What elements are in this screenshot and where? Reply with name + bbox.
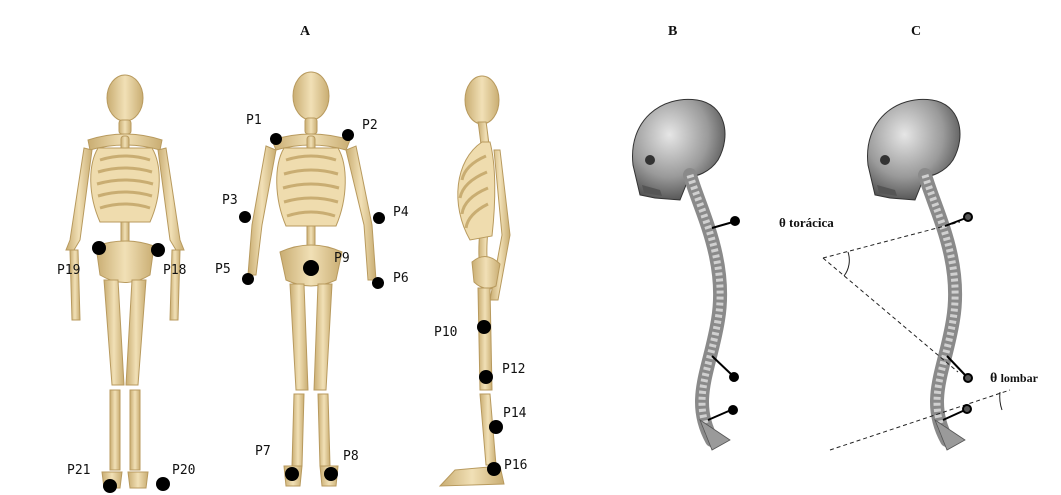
marker-p7 <box>285 467 299 481</box>
skeleton-back <box>248 72 376 486</box>
marker-p21 <box>103 479 117 493</box>
spine-b <box>633 99 730 450</box>
point-label-p10: P10 <box>434 325 457 340</box>
point-label-p3: P3 <box>222 193 238 208</box>
point-label-p19: P19 <box>57 263 80 278</box>
marker-p8 <box>324 467 338 481</box>
point-label-p7: P7 <box>255 444 271 459</box>
point-label-p14: P14 <box>503 406 527 421</box>
marker-p3 <box>239 211 251 223</box>
point-label-p18: P18 <box>163 263 186 278</box>
point-label-p6: P6 <box>393 271 409 286</box>
panel-label-a: A <box>300 24 311 39</box>
marker-p9 <box>303 260 319 276</box>
marker-p2 <box>342 129 354 141</box>
marker-p10 <box>477 320 491 334</box>
angle-label-lombar: θ lombar <box>990 370 1039 386</box>
marker-p4 <box>373 212 385 224</box>
point-label-p21: P21 <box>67 463 90 478</box>
panel-label-b: B <box>668 24 677 39</box>
point-label-p4: P4 <box>393 205 409 220</box>
marker-p1 <box>270 133 282 145</box>
marker-p5 <box>242 273 254 285</box>
marker-p12 <box>479 370 493 384</box>
marker-p16 <box>487 462 501 476</box>
point-label-p16: P16 <box>504 458 527 473</box>
point-label-p5: P5 <box>215 262 231 277</box>
point-label-p12: P12 <box>502 362 525 377</box>
point-label-p9: P9 <box>334 251 350 266</box>
angle-lines <box>823 222 1010 450</box>
panel-label-c: C <box>911 24 921 39</box>
point-label-p2: P2 <box>362 118 378 133</box>
angle-label-toracica: θ torácica <box>779 215 834 230</box>
marker-p18 <box>151 243 165 257</box>
theta-lombar-arc <box>1000 392 1002 410</box>
marker-p14 <box>489 420 503 434</box>
marker-p20 <box>156 477 170 491</box>
spine-c <box>823 99 1010 450</box>
skeleton-front <box>66 75 184 488</box>
point-label-p20: P20 <box>172 463 195 478</box>
point-label-p8: P8 <box>343 449 359 464</box>
marker-p6 <box>372 277 384 289</box>
theta-toracica-arc <box>844 252 849 276</box>
point-label-p1: P1 <box>246 113 262 128</box>
marker-p19 <box>92 241 106 255</box>
